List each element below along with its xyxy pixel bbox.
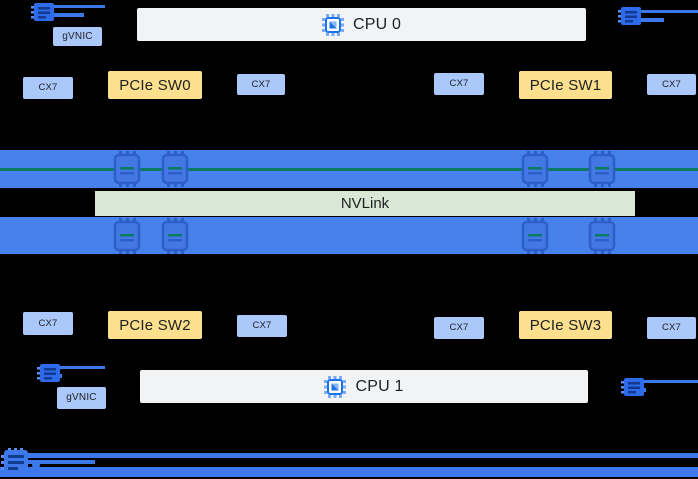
gpu-chip-icon [521, 218, 549, 254]
gpu-chip-icon [521, 151, 549, 187]
cx7-label: CX7 [252, 320, 272, 332]
cpu-label: CPU 0 [352, 15, 402, 33]
bus-line [20, 460, 95, 464]
cx7-nic-box: CX7 [434, 317, 484, 339]
network-chip-icon [618, 7, 641, 25]
gvnic-box: gVNIC [53, 27, 102, 46]
gpu-chip-icon [161, 218, 189, 254]
cx7-label: CX7 [661, 78, 682, 90]
pcie-switch-sw0: PCIe SW0 [108, 71, 202, 99]
cx7-label: CX7 [251, 78, 271, 90]
connector-line [634, 10, 698, 13]
cx7-label: CX7 [661, 322, 682, 334]
pcie-switch-sw3: PCIe SW3 [519, 311, 612, 339]
gvnic-box: gVNIC [57, 387, 106, 409]
connector-line [634, 380, 698, 383]
pcie-switch-label: PCIe SW0 [119, 76, 191, 94]
pcie-switch-sw1: PCIe SW1 [519, 71, 612, 99]
pcie-switch-sw2: PCIe SW2 [108, 311, 202, 339]
cx7-nic-box: CX7 [647, 74, 696, 95]
gpu-chip-icon [588, 218, 616, 254]
nvlink-bar: NVLink [95, 191, 635, 216]
nvlink-interconnect-line [0, 168, 698, 171]
gvnic-label: gVNIC [62, 30, 93, 42]
cpu0-box: CPU 0 [137, 8, 586, 41]
gpu-chip-icon [588, 151, 616, 187]
gpu-chip-icon [113, 151, 141, 187]
pcie-switch-label: PCIe SW3 [529, 316, 602, 334]
gvnic-label: gVNIC [66, 392, 97, 403]
bus-line [20, 453, 698, 458]
pcie-switch-label: PCIe SW1 [529, 76, 602, 94]
network-chip-icon [37, 364, 60, 382]
cx7-nic-box: CX7 [23, 77, 73, 99]
cx7-label: CX7 [38, 317, 58, 329]
cpu-label: CPU 1 [355, 377, 404, 395]
connector-dot [32, 461, 40, 469]
cpu-chip-icon [324, 375, 347, 398]
bottom-network-bus [0, 467, 698, 477]
cx7-nic-box: CX7 [237, 74, 285, 95]
network-chip-icon [1, 448, 28, 473]
network-chip-icon [621, 378, 644, 396]
cx7-nic-box: CX7 [434, 73, 484, 95]
connector-line [50, 366, 105, 369]
cx7-label: CX7 [449, 322, 469, 334]
gpu-chip-icon [113, 218, 141, 254]
cx7-nic-box: CX7 [23, 312, 73, 335]
cx7-label: CX7 [38, 82, 58, 94]
gpu-chip-icon [161, 151, 189, 187]
cpu1-box: CPU 1 [140, 370, 588, 403]
connector-line [40, 5, 105, 8]
pcie-switch-label: PCIe SW2 [119, 316, 191, 334]
cpu-chip-icon [321, 13, 344, 36]
network-chip-icon [31, 3, 54, 21]
connector-line [638, 18, 664, 22]
connector-line [48, 13, 84, 17]
cx7-label: CX7 [449, 78, 469, 90]
nvlink-label: NVLink [340, 195, 390, 212]
cx7-nic-box: CX7 [237, 315, 287, 337]
cx7-nic-box: CX7 [647, 317, 696, 339]
